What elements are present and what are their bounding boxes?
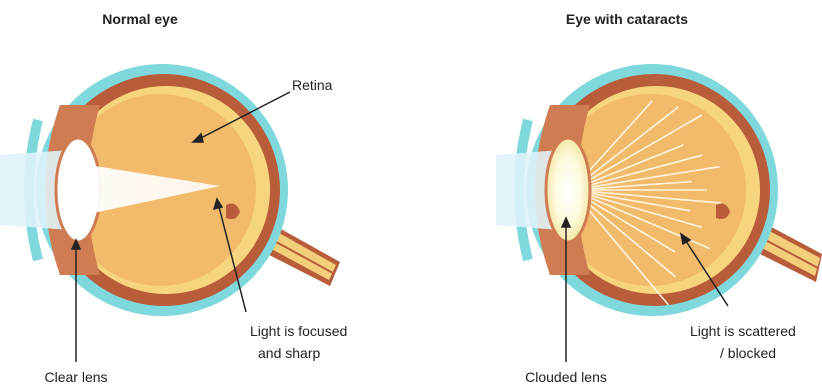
cataract-eye-panel: Eye with cataracts: [496, 11, 822, 385]
scattered-label-line2: / blocked: [720, 345, 776, 361]
scattered-label-line1: Light is scattered: [690, 323, 796, 339]
cataract-eye-title: Eye with cataracts: [566, 11, 688, 27]
focused-label-line2: and sharp: [258, 345, 320, 361]
normal-eye-title: Normal eye: [102, 11, 178, 27]
clouded-lens-label: Clouded lens: [525, 369, 607, 385]
focused-label-line1: Light is focused: [250, 323, 347, 339]
normal-eye-illustration: [0, 64, 340, 316]
normal-eye-panel: Normal eye: [0, 11, 347, 385]
clear-lens-label: Clear lens: [44, 369, 107, 385]
cataract-eye-illustration: [496, 64, 822, 316]
retina-label: Retina: [292, 77, 333, 93]
